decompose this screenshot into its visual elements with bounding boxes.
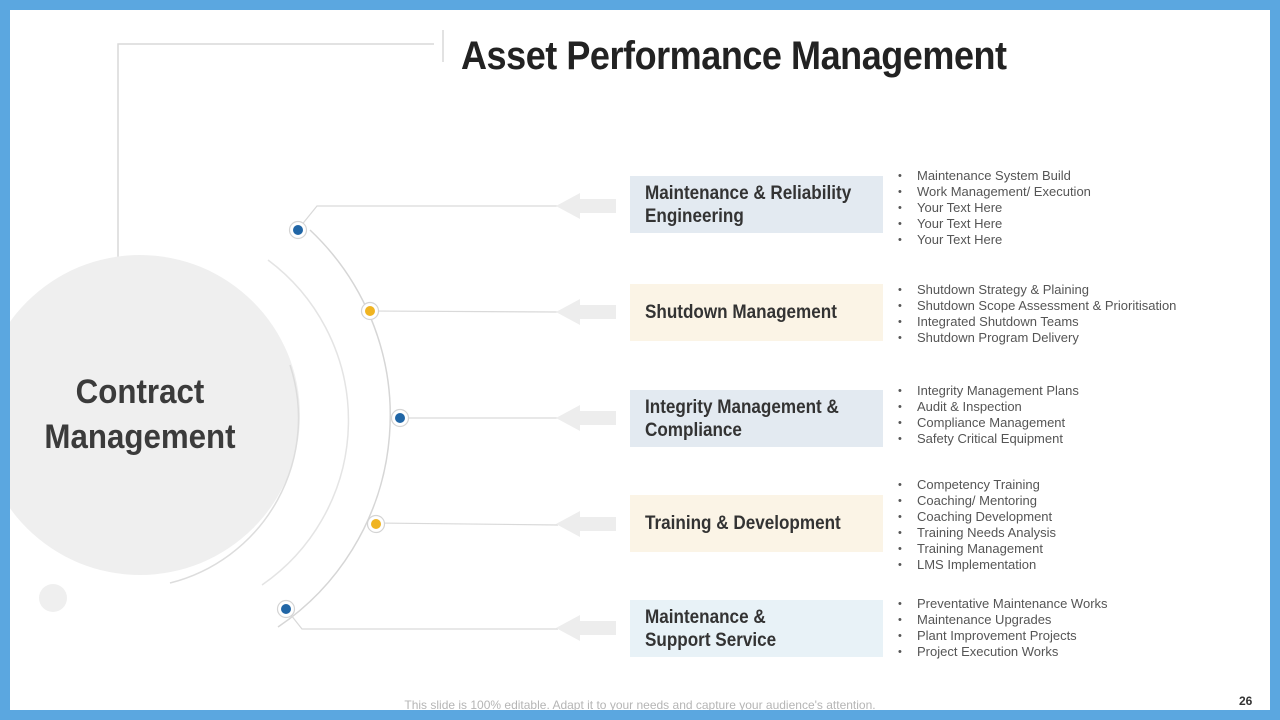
footer-note: This slide is 100% editable. Adapt it to… <box>404 698 876 710</box>
arrow-5 <box>556 615 616 641</box>
category-label: Maintenance & Reliability <box>645 182 852 204</box>
list-item: Integrity Management Plans <box>898 383 1079 399</box>
center-label-line-2: Management <box>44 418 236 456</box>
list-item: LMS Implementation <box>898 557 1056 573</box>
category-box-training-development: Training & Development <box>630 495 883 552</box>
category-label: Compliance <box>645 419 742 441</box>
outer-arc-outer <box>277 229 391 628</box>
category-label: Engineering <box>645 205 744 227</box>
list-item: Training Management <box>898 541 1056 557</box>
list-item: Maintenance Upgrades <box>898 612 1108 628</box>
bullet-list-shutdown-management: Shutdown Strategy & Plaining Shutdown Sc… <box>898 282 1176 346</box>
category-box-maintenance-reliability: Maintenance & Reliability Engineering <box>630 176 883 233</box>
connector-line-2 <box>370 310 559 313</box>
title-bracket-line <box>117 43 434 257</box>
category-box-shutdown-management: Shutdown Management <box>630 284 883 341</box>
arc-dot <box>365 306 375 316</box>
arrow-4 <box>556 511 616 537</box>
arc-dot <box>293 225 303 235</box>
arrow-2 <box>556 299 616 325</box>
inner-arc <box>169 364 300 584</box>
list-item: Your Text Here <box>898 200 1091 216</box>
connector-line-5 <box>286 609 558 630</box>
small-decor-circle <box>39 584 67 612</box>
arc-dot <box>371 519 381 529</box>
center-circle <box>10 255 300 575</box>
category-label: Support Service <box>645 629 777 651</box>
list-item: Competency Training <box>898 477 1056 493</box>
bullet-list-maintenance-reliability: Maintenance System Build Work Management… <box>898 168 1091 248</box>
list-item: Training Needs Analysis <box>898 525 1056 541</box>
page-number: 26 <box>1239 694 1253 708</box>
category-label: Shutdown Management <box>645 302 837 323</box>
bullet-list-training-development: Competency Training Coaching/ Mentoring … <box>898 477 1056 573</box>
list-item: Maintenance System Build <box>898 168 1091 184</box>
center-label-line-1: Contract <box>75 373 205 411</box>
list-item: Project Execution Works <box>898 644 1108 660</box>
outer-arc-inner <box>261 259 350 586</box>
connector-line-4 <box>376 522 559 526</box>
list-item: Safety Critical Equipment <box>898 431 1079 447</box>
list-item: Coaching/ Mentoring <box>898 493 1056 509</box>
list-item: Shutdown Strategy & Plaining <box>898 282 1176 298</box>
list-item: Audit & Inspection <box>898 399 1079 415</box>
center-label: Contract Management <box>20 370 259 460</box>
list-item: Your Text Here <box>898 232 1091 248</box>
list-item: Integrated Shutdown Teams <box>898 314 1176 330</box>
bullet-list-maintenance-support: Preventative Maintenance Works Maintenan… <box>898 596 1108 660</box>
category-label: Integrity Management & <box>645 396 839 418</box>
category-box-maintenance-support: Maintenance & Support Service <box>630 600 883 657</box>
slide: Asset Performance Management Contract Ma… <box>10 10 1270 710</box>
category-label: Maintenance & <box>645 606 766 628</box>
list-item: Plant Improvement Projects <box>898 628 1108 644</box>
arc-dot <box>281 604 291 614</box>
arrow-3 <box>556 405 616 431</box>
category-label: Training & Development <box>645 513 841 534</box>
arrow-1 <box>556 193 616 219</box>
list-item: Compliance Management <box>898 415 1079 431</box>
list-item: Your Text Here <box>898 216 1091 232</box>
connector-line-1 <box>299 205 558 228</box>
arc-dot <box>395 413 405 423</box>
list-item: Shutdown Scope Assessment & Prioritisati… <box>898 298 1176 314</box>
list-item: Work Management/ Execution <box>898 184 1091 200</box>
page-title: Asset Performance Management <box>461 34 1007 78</box>
diagram-graphics <box>10 30 616 641</box>
list-item: Shutdown Program Delivery <box>898 330 1176 346</box>
list-item: Coaching Development <box>898 509 1056 525</box>
bullet-list-integrity-compliance: Integrity Management Plans Audit & Inspe… <box>898 383 1079 447</box>
category-box-integrity-compliance: Integrity Management & Compliance <box>630 390 883 447</box>
list-item: Preventative Maintenance Works <box>898 596 1108 612</box>
